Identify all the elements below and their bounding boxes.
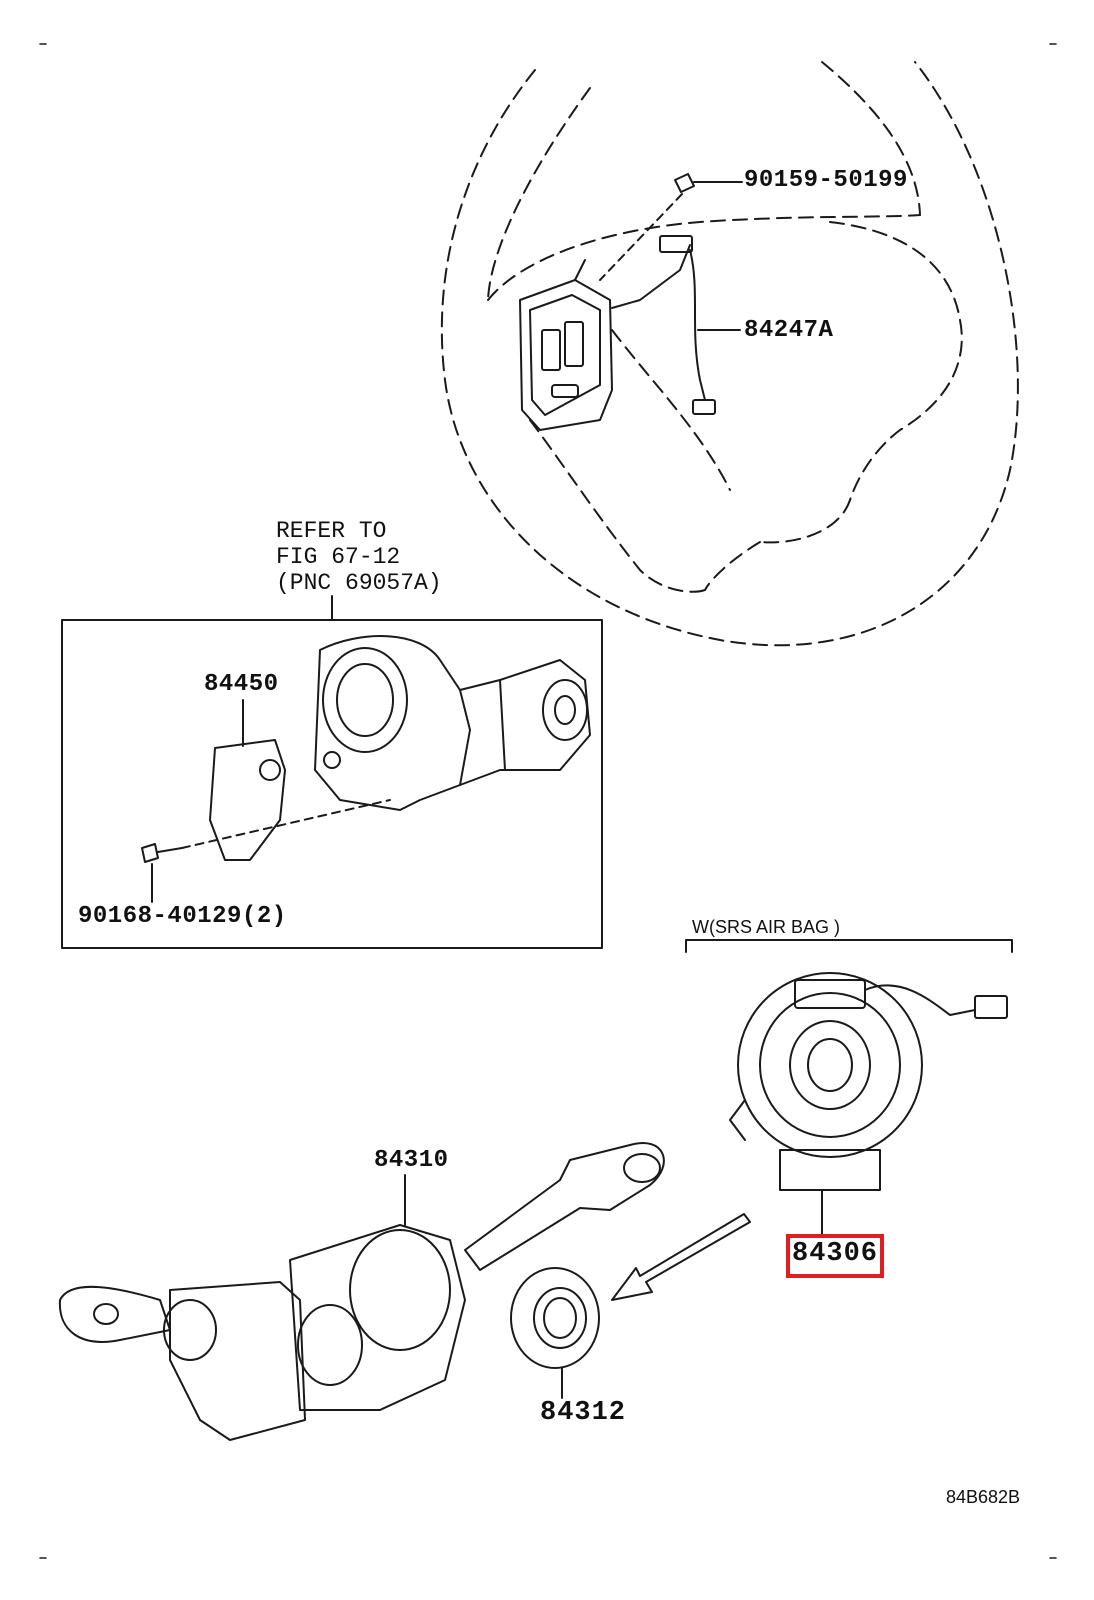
part-label-84450[interactable]: 84450	[204, 671, 279, 698]
bushing-84312	[510, 1267, 600, 1399]
combination-switch-84310	[58, 1142, 665, 1441]
part-label-90168-40129[interactable]: 90168-40129(2)	[78, 903, 287, 930]
steering-switch-assembly	[519, 235, 716, 431]
screw-90168	[141, 799, 391, 903]
column-lock-assembly	[314, 635, 591, 811]
screw-90159	[599, 173, 743, 281]
part-label-84310[interactable]: 84310	[374, 1147, 449, 1174]
refer-line-2: FIG 67-12	[276, 544, 401, 570]
srs-bracket	[685, 939, 1013, 953]
assembly-arrow	[611, 1213, 751, 1301]
corner-marks	[39, 43, 1057, 1559]
part-label-84312[interactable]: 84312	[540, 1398, 627, 1428]
part-label-84247A[interactable]: 84247A	[744, 317, 834, 344]
sensor-84450	[209, 699, 286, 861]
refer-line-1: REFER TO	[276, 518, 387, 544]
diagram-code: 84B682B	[946, 1487, 1021, 1507]
refer-line-3: (PNC 69057A)	[276, 570, 442, 596]
part-label-90159-50199[interactable]: 90159-50199	[744, 167, 908, 194]
part-label-84306[interactable]: 84306	[792, 1239, 879, 1269]
steering-wheel-outline	[440, 61, 1019, 647]
variant-label-srs-air-bag: W(SRS AIR BAG )	[692, 917, 841, 937]
spiral-cable-84306	[729, 972, 1008, 1237]
refer-note: REFER TO FIG 67-12 (PNC 69057A)	[276, 518, 442, 596]
part-highlight-box	[786, 1234, 884, 1278]
